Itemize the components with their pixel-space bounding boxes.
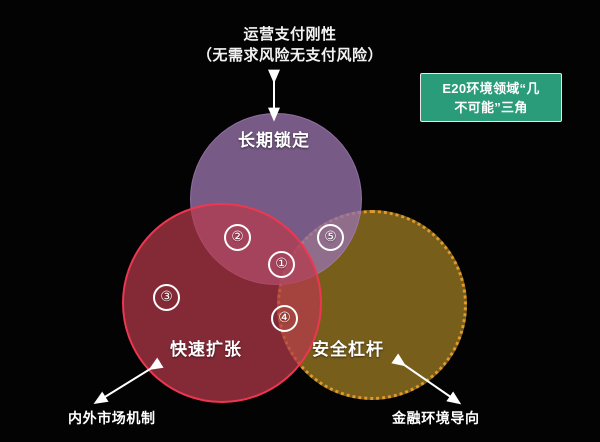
circle-rapid-expansion [122, 203, 322, 403]
badge-2: ② [224, 224, 251, 251]
callout-label-bottom-left: 内外市场机制 [68, 410, 156, 426]
badge-3: ③ [153, 284, 180, 311]
callout-label-bottom-right: 金融环境导向 [392, 410, 480, 426]
badge-4: ④ [271, 305, 298, 332]
badge-1: ① [268, 251, 295, 278]
badge-5: ⑤ [317, 224, 344, 251]
legend-box: E20环境领域“几 不可能”三角 [420, 73, 562, 122]
circle-label-rapid-expansion: 快速扩张 [170, 340, 242, 359]
top-caption-label: 运营支付刚性 （无需求风险无支付风险） [196, 26, 383, 64]
circle-label-long-term-lock: 长期锁定 [238, 131, 310, 150]
circle-label-safe-leverage: 安全杠杆 [312, 340, 384, 359]
legend-label: E20环境领域“几 不可能”三角 [442, 80, 540, 115]
